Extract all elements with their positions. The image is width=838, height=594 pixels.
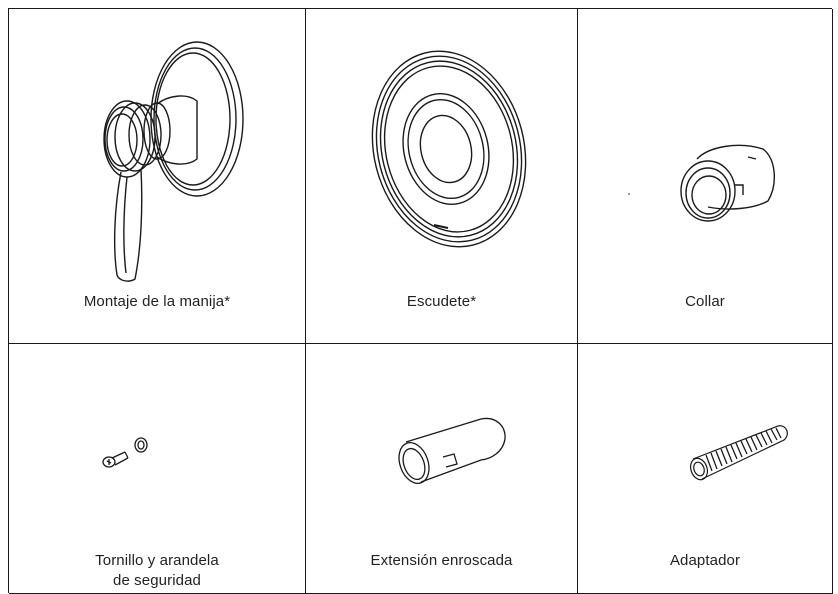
part-cell-collar: Collar: [578, 9, 833, 344]
threaded-extension-icon: [398, 417, 506, 484]
part-label: Montaje de la manija*: [83, 293, 231, 310]
part-cell-threaded-extension: Extensión enroscada: [306, 344, 578, 594]
part-cell-handle-assembly: Montaje de la manija*: [9, 9, 306, 344]
part-label: Extensión enroscada: [370, 552, 513, 569]
escutcheon-icon: [371, 50, 527, 248]
part-cell-escutcheon: Escudete*: [306, 9, 578, 344]
part-label: Adaptador: [669, 552, 741, 569]
handle-assembly-icon: [103, 41, 244, 282]
part-cell-screw-washer: Tornillo y arandela de seguridad: [9, 344, 306, 594]
adapter-icon: [689, 425, 788, 481]
part-label: Collar: [685, 293, 725, 310]
part-label: Escudete*: [406, 293, 477, 310]
parts-grid: Montaje de la manija* Escudete*: [8, 8, 833, 594]
collar-icon: [628, 144, 775, 222]
part-cell-adapter: Adaptador: [578, 344, 833, 594]
part-label: Tornillo y arandela de seguridad: [95, 552, 219, 589]
screw-washer-icon: [102, 437, 148, 468]
